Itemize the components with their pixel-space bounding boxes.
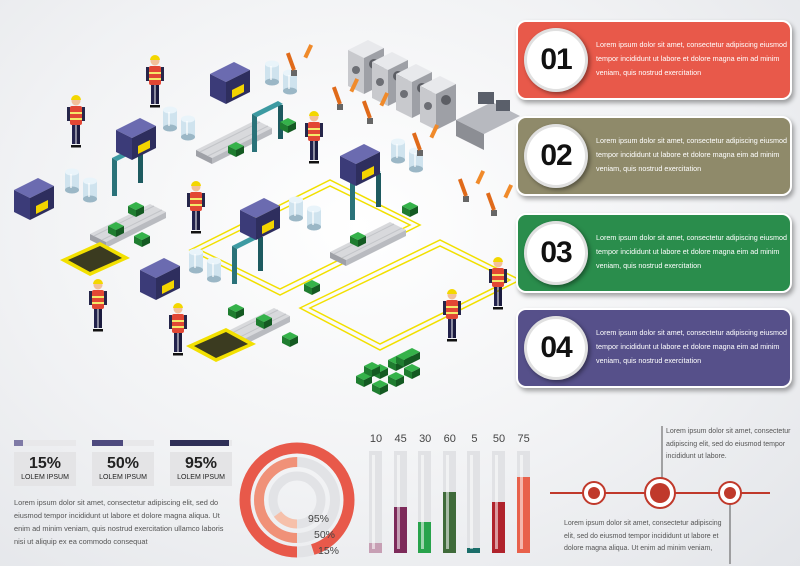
timeline-bottom-text: Lorem ipsum dolor sit amet, consectetur … <box>564 520 722 552</box>
column-track-2 <box>393 451 407 553</box>
floor-markings <box>188 179 520 351</box>
banner-text-1: Lorem ipsum dolor sit amet, consectetur … <box>596 40 787 77</box>
column-bar-2 <box>393 507 407 553</box>
trays <box>60 242 256 362</box>
stat-percent-1: 15% <box>28 455 62 472</box>
banner-number-4: 04 <box>524 316 588 380</box>
column-track-1 <box>369 451 382 553</box>
stat-bar-fill <box>170 440 229 446</box>
column-label-5: 5 <box>471 433 478 445</box>
column-bar-1 <box>369 542 382 553</box>
stats-description: Lorem ipsum dolor sit amet, consectetur … <box>14 498 224 546</box>
stat-block-1: 15% LOLEM IPSUM <box>14 440 76 486</box>
banner-number-2: 02 <box>524 124 588 188</box>
timeline <box>550 426 770 564</box>
banner-text-3: Lorem ipsum dolor sit amet, consectetur … <box>596 233 787 270</box>
column-bar-6 <box>492 502 505 553</box>
donut-arc-2 <box>254 457 340 543</box>
production-line-2 <box>89 106 195 249</box>
info-banner-3: 03 Lorem ipsum dolor sit amet, consectet… <box>516 213 792 293</box>
production-line-3 <box>329 124 440 267</box>
stat-bar-3 <box>170 440 232 446</box>
banner-text-4: Lorem ipsum dolor sit amet, consectetur … <box>596 328 787 365</box>
column-label-3: 30 <box>419 433 432 445</box>
stat-block-2: 50% LOLEM IPSUM <box>92 440 154 486</box>
column-bar-5 <box>467 547 481 553</box>
donut-label-50: 50% <box>314 529 336 541</box>
stat-block-3: 95% LOLEM IPSUM <box>170 440 232 486</box>
column-bar-7 <box>516 476 530 553</box>
production-line-4 <box>213 196 321 353</box>
column-label-6: 50 <box>492 433 506 445</box>
stat-bar-2 <box>92 440 154 446</box>
column-label-7: 75 <box>517 433 530 445</box>
donut-label-15: 15% <box>318 545 340 557</box>
stat-bar-1 <box>14 440 76 446</box>
timeline-node-1 <box>582 481 606 505</box>
stat-percent-3: 95% <box>184 455 218 472</box>
info-banner-2: 02 Lorem ipsum dolor sit amet, consectet… <box>516 116 792 196</box>
info-banner-1: 01 Lorem ipsum dolor sit amet, consectet… <box>516 20 792 100</box>
column-track-3 <box>418 451 432 553</box>
banner-number-1: 01 <box>524 28 588 92</box>
donut-arc-1 <box>239 442 355 558</box>
column-track-4 <box>442 451 456 553</box>
column-label-2: 45 <box>394 433 407 445</box>
timeline-top-text: Lorem ipsum dolor sit amet, consectetur … <box>666 428 791 460</box>
timeline-node-3 <box>718 481 742 505</box>
banner-text-2: Lorem ipsum dolor sit amet, consectetur … <box>596 136 787 173</box>
stat-bar-fill <box>14 440 24 446</box>
control-console <box>456 92 520 150</box>
column-bar-3 <box>418 522 432 553</box>
banner-number-3: 03 <box>524 221 588 285</box>
stat-label-2: LOLEM IPSUM <box>99 474 147 481</box>
column-label-1: 10 <box>369 433 383 445</box>
info-banner-4: 04 Lorem ipsum dolor sit amet, consectet… <box>516 308 792 388</box>
cooling-units <box>348 40 456 130</box>
stat-label-3: LOLEM IPSUM <box>177 474 225 481</box>
column-track-6 <box>492 451 505 553</box>
donut-arc-3 <box>268 471 326 529</box>
column-bar-4 <box>442 491 456 553</box>
column-track-7 <box>516 451 530 553</box>
factory-illustration <box>14 40 520 395</box>
stat-percent-2: 50% <box>106 455 140 472</box>
donut-label-95: 95% <box>308 513 330 525</box>
stat-bar-fill <box>92 440 123 446</box>
timeline-node-2 <box>644 477 676 509</box>
column-track-5 <box>467 451 481 553</box>
donut-chart <box>239 442 355 558</box>
production-line-1 <box>195 44 314 165</box>
stat-label-1: LOLEM IPSUM <box>21 474 69 481</box>
box-pallet <box>356 348 420 395</box>
column-label-4: 60 <box>443 433 456 445</box>
